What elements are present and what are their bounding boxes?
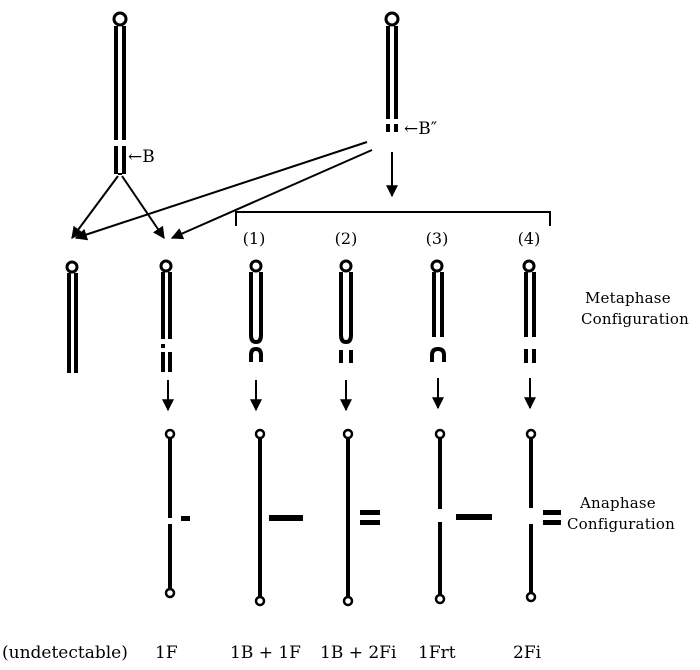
svg-text:Configuration: Configuration xyxy=(567,515,675,533)
break-b-double-prime-pointer: ←B″ xyxy=(404,119,437,139)
outcome-labels: (undetectable) 1F 1B + 1F 1B + 2Fi 1Frt … xyxy=(2,643,542,663)
metaphase-case-1 xyxy=(249,259,263,362)
case-3-number: (3) xyxy=(426,229,449,248)
arrow-b2-to-undetectable xyxy=(74,141,368,241)
svg-text:Metaphase: Metaphase xyxy=(585,289,671,307)
anaphase-1b-2fi xyxy=(342,428,380,607)
source-chromosome-b-double-prime xyxy=(384,11,400,132)
case-4-number: (4) xyxy=(518,229,541,248)
arrow-b-to-undetectable xyxy=(71,175,119,239)
anaphase-configuration-label: Anaphase Configuration xyxy=(567,494,675,533)
outcome-1b-2fi: 1B + 2Fi xyxy=(320,643,397,663)
svg-text:Anaphase: Anaphase xyxy=(579,494,656,512)
case-1-number: (1) xyxy=(243,229,266,248)
anaphase-2fi xyxy=(525,428,561,603)
metaphase-configuration-label: Metaphase Configuration xyxy=(581,289,689,328)
metaphase-case-4 xyxy=(522,259,536,363)
metaphase-1f xyxy=(159,259,173,372)
outcome-1b-1f: 1B + 1F xyxy=(230,643,301,663)
case-2-number: (2) xyxy=(335,229,358,248)
svg-text:Configuration: Configuration xyxy=(581,310,689,328)
outcome-undetectable: (undetectable) xyxy=(2,643,128,663)
case-numbers: (1) (2) (3) (4) xyxy=(243,229,541,248)
anaphase-1f xyxy=(164,428,190,599)
anaphase-1b-1f xyxy=(254,428,303,607)
break-b-pointer: ←B xyxy=(128,147,155,167)
source-chromosome-b xyxy=(112,11,128,175)
outcome-1f: 1F xyxy=(155,643,178,663)
arrow-b-to-1f xyxy=(121,175,165,239)
metaphase-case-3 xyxy=(430,259,446,362)
outcome-bracket xyxy=(235,211,551,226)
outcome-2fi: 2Fi xyxy=(513,643,542,663)
down-arrows xyxy=(162,378,536,412)
connector-arrows xyxy=(71,141,551,241)
outcome-1frt: 1Frt xyxy=(418,643,456,663)
arrow-b2-to-1f xyxy=(170,149,373,240)
anaphase-1frt xyxy=(434,428,492,605)
metaphase-undetectable xyxy=(65,260,79,373)
break-b-label: ←B xyxy=(128,147,155,167)
metaphase-case-2 xyxy=(339,259,353,363)
break-b-double-prime-label: ←B″ xyxy=(404,119,437,139)
